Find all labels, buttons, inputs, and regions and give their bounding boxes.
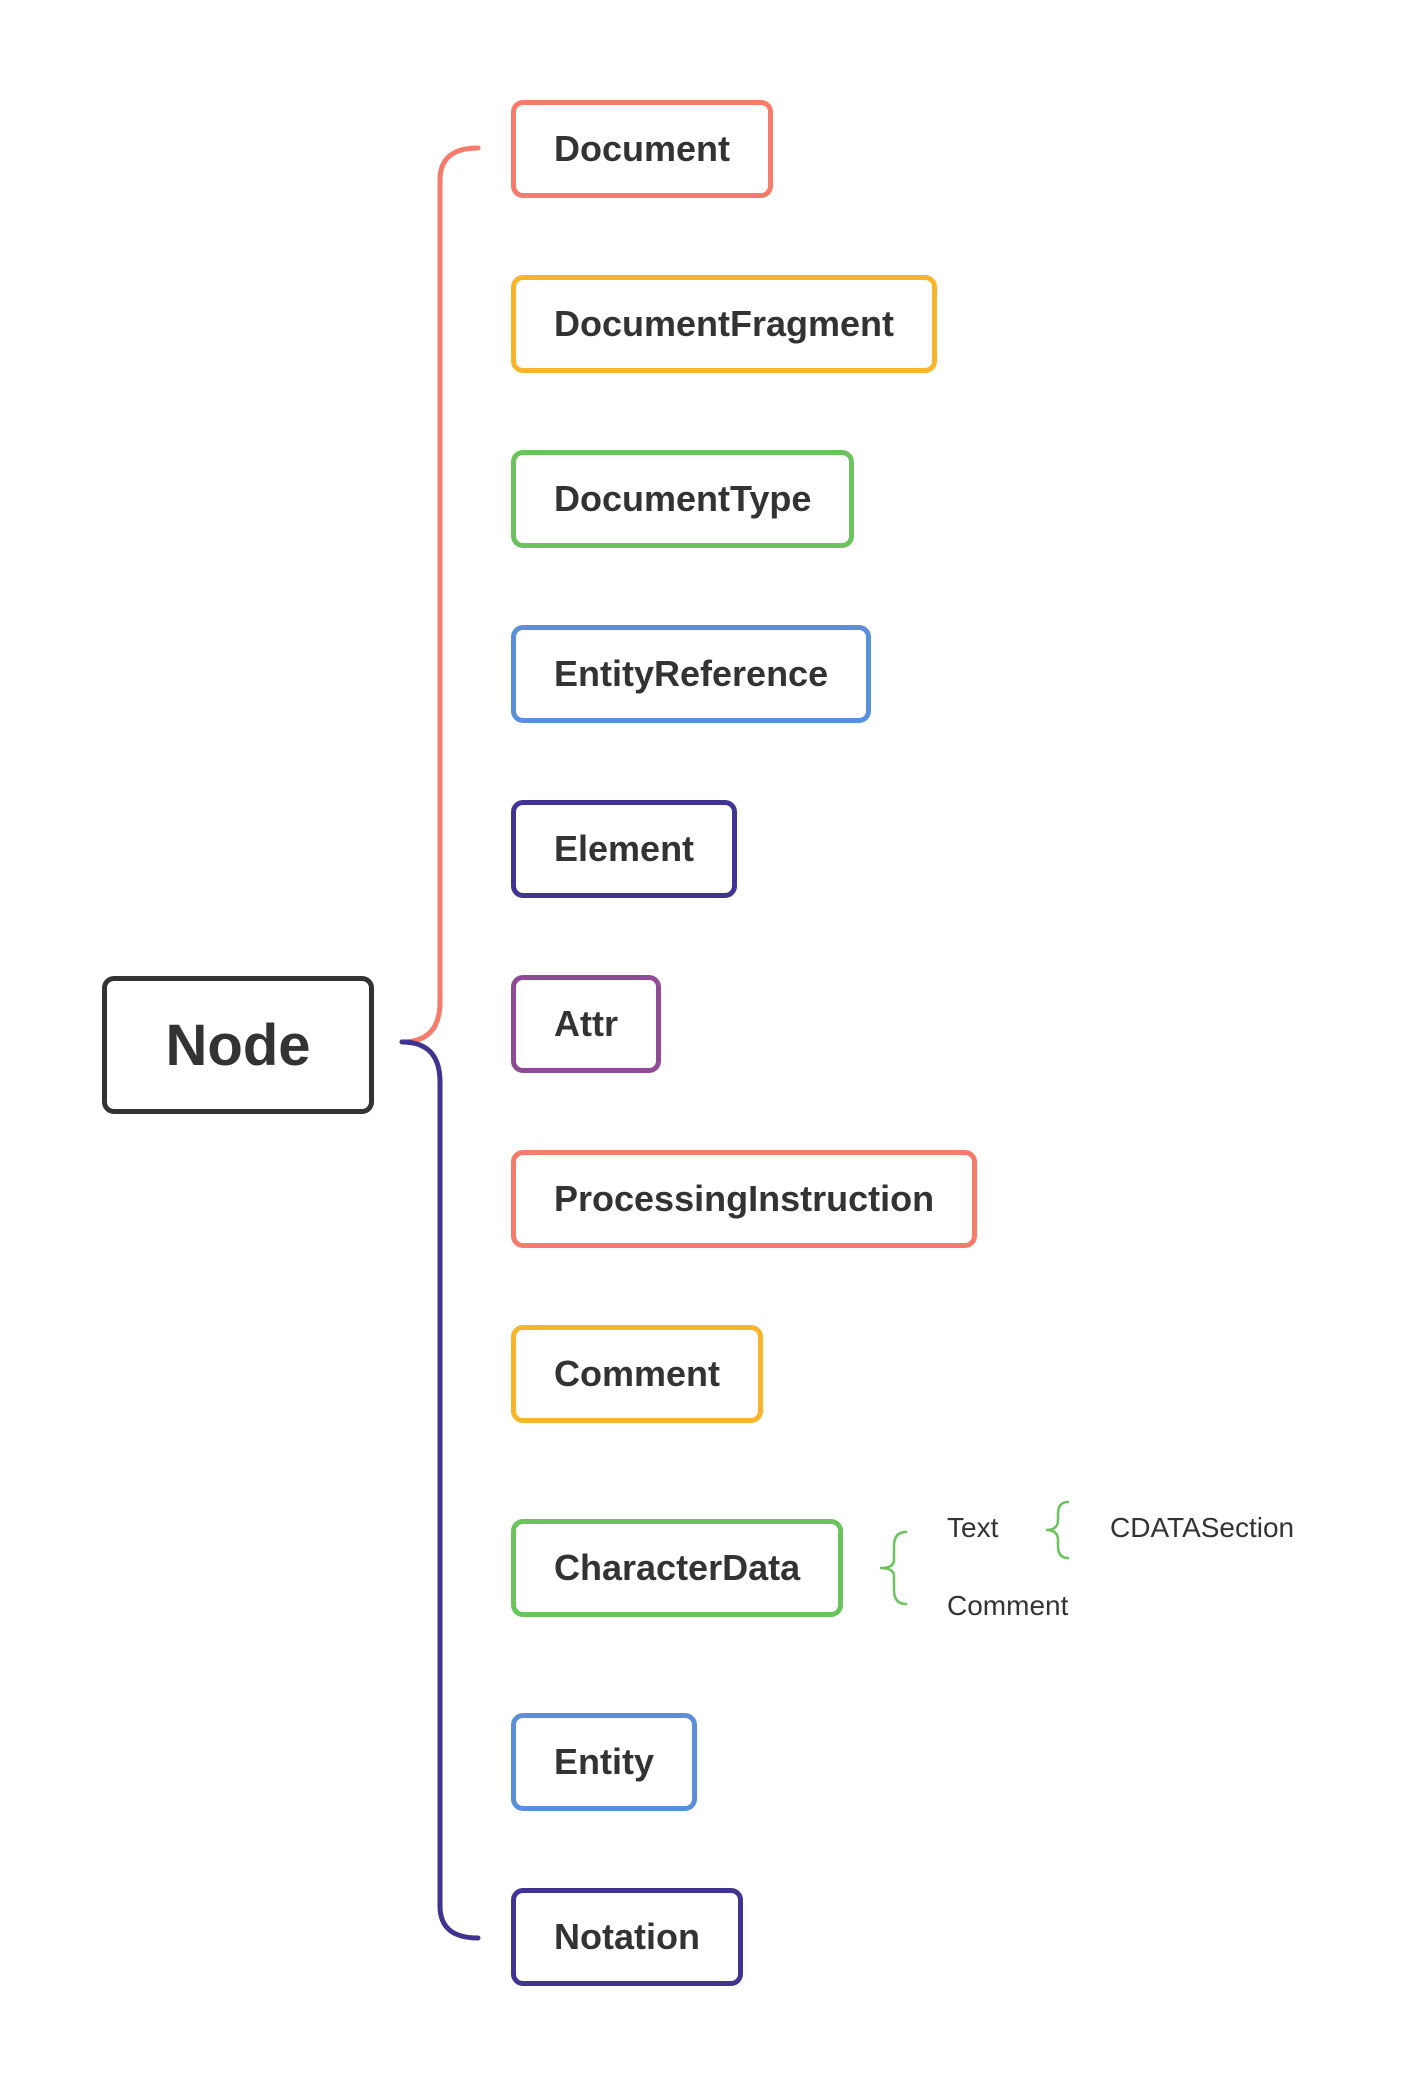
child-node-label: Entity bbox=[554, 1741, 655, 1782]
child-node-label: Element bbox=[554, 828, 695, 869]
child-node-comment[interactable]: Comment bbox=[511, 1325, 764, 1423]
child-node-label: ProcessingInstruction bbox=[554, 1178, 935, 1219]
child-node-documentfragment[interactable]: DocumentFragment bbox=[511, 275, 938, 373]
child-node-label: EntityReference bbox=[554, 653, 829, 694]
child-node-notation[interactable]: Notation bbox=[511, 1888, 743, 1986]
child-node-label: DocumentType bbox=[554, 478, 812, 519]
sub-node-comment[interactable]: Comment bbox=[947, 1590, 1069, 1621]
child-node-entityreference[interactable]: EntityReference bbox=[511, 625, 872, 723]
child-node-label: Notation bbox=[554, 1916, 700, 1957]
child-node-label: DocumentFragment bbox=[554, 303, 895, 344]
child-node-label: Attr bbox=[554, 1003, 618, 1044]
characterdata-brace bbox=[879, 1530, 908, 1606]
root-node-label: Node bbox=[165, 1012, 311, 1078]
child-node-document[interactable]: Document bbox=[511, 100, 774, 198]
upper-branch-connector bbox=[399, 145, 481, 1045]
sub-node-text[interactable]: Text bbox=[947, 1512, 999, 1543]
child-node-label: Document bbox=[554, 128, 731, 169]
root-node-box[interactable]: Node bbox=[102, 976, 374, 1114]
child-node-label: Comment bbox=[554, 1353, 721, 1394]
child-node-documenttype[interactable]: DocumentType bbox=[511, 450, 855, 548]
child-node-element[interactable]: Element bbox=[511, 800, 738, 898]
child-node-entity[interactable]: Entity bbox=[511, 1713, 698, 1811]
sub-node-cdatasection[interactable]: CDATASection bbox=[1110, 1512, 1295, 1543]
child-node-processinginstruction[interactable]: ProcessingInstruction bbox=[511, 1150, 978, 1248]
child-node-characterdata[interactable]: CharacterData bbox=[511, 1519, 844, 1617]
child-node-attr[interactable]: Attr bbox=[511, 975, 661, 1073]
text-brace bbox=[1045, 1500, 1070, 1560]
lower-branch-connector bbox=[399, 1039, 481, 1941]
child-node-label: CharacterData bbox=[554, 1547, 801, 1588]
